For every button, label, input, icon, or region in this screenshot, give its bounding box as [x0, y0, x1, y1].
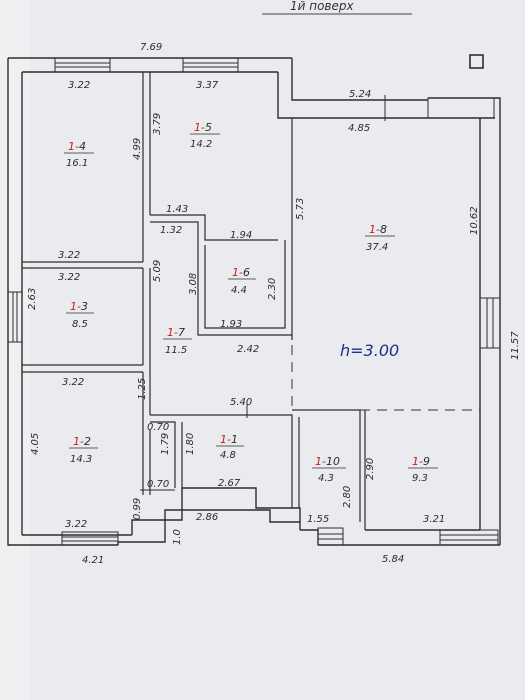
dim-r8-width: 4.85 [348, 123, 370, 134]
dim-r1-bottom: 2.67 [218, 478, 241, 489]
room-area-1-5: 14.2 [190, 139, 212, 150]
dim-top-overall: 7.69 [140, 42, 162, 53]
dim-r8-top-outer: 5.24 [349, 89, 371, 100]
dim-r6-right: 2.30 [267, 278, 278, 300]
paper-margin [0, 0, 30, 700]
dim-r2-door: 0.99 [132, 498, 143, 520]
dim-r8-left-height: 5.73 [295, 198, 306, 220]
room-area-1-8: 37.4 [366, 242, 388, 253]
page-header: 1й поверх [290, 0, 355, 13]
dim-r1-left-a: 1.79 [160, 433, 171, 455]
room-label-1-2: 1-2 [73, 435, 91, 448]
room-label-1-4: 1-4 [68, 140, 86, 153]
dim-r1-left-b: 1.80 [185, 433, 196, 455]
dim-r2-right-b: 0.70 [147, 479, 169, 490]
dim-bottom-right: 5.84 [382, 554, 404, 565]
dim-r1-top: 5.40 [230, 397, 252, 408]
room-area-1-4: 16.1 [66, 158, 88, 169]
dim-r10-height: 2.90 [365, 458, 376, 480]
room-label-1-7: 1-7 [167, 326, 185, 339]
dimension-labels: 7.69 3.22 3.37 5.24 4.85 4.99 3.79 5.73 … [27, 42, 521, 566]
dim-hall-mid-width: 1.32 [160, 225, 182, 236]
room-label-1-8: 1-8 [369, 223, 387, 236]
dim-r10-bottom-h: 2.80 [342, 486, 353, 508]
room-area-1-1: 4.8 [220, 450, 236, 461]
dim-r10-bottom: 1.55 [307, 514, 329, 525]
dim-entry-width: 2.86 [196, 512, 218, 523]
dim-hall-step: 1.25 [137, 378, 148, 400]
dim-r6-left: 3.08 [188, 273, 199, 295]
dashed-boundaries [291, 345, 480, 411]
dim-r7-bottom: 2.42 [237, 344, 259, 355]
interior-walls [22, 72, 366, 530]
dim-ticks [140, 95, 386, 491]
dim-r6-top-width: 1.94 [230, 230, 252, 241]
dim-r2-height: 4.05 [30, 433, 41, 455]
dim-r5-width: 3.37 [196, 80, 219, 91]
dim-r8-height: 10.62 [469, 206, 480, 235]
dim-r4-width: 3.22 [68, 80, 90, 91]
room-labels: 1-4 16.1 1-5 14.2 1-8 37.4 1-6 4.4 1-3 8… [64, 121, 438, 484]
dim-r9-bottom: 3.21 [423, 514, 445, 525]
ceiling-height-label: h=3.00 [340, 341, 399, 360]
dim-r6-bottom: 1.93 [220, 319, 242, 330]
room-area-1-2: 14.3 [70, 454, 92, 465]
dim-r2-top: 3.22 [62, 377, 84, 388]
dim-step: 1.0 [172, 529, 183, 545]
dim-r5-height: 3.79 [152, 113, 163, 135]
dim-r4-bottom: 3.22 [58, 250, 80, 261]
dim-hall-top-width: 1.43 [166, 204, 188, 215]
windows [7, 57, 501, 546]
dim-left-r3: 2.63 [27, 288, 38, 310]
dim-r2-bottom: 3.22 [65, 519, 87, 530]
room-label-1-1: 1-1 [220, 433, 238, 446]
dim-r7-height: 5.09 [152, 260, 163, 282]
room-area-1-10: 4.3 [318, 473, 334, 484]
room-label-1-9: 1-9 [412, 455, 430, 468]
room-label-1-10: 1-10 [315, 455, 340, 468]
room-label-1-3: 1-3 [70, 300, 88, 313]
dim-r2-right-a: 0.70 [147, 422, 169, 433]
dim-right-overall: 11.57 [510, 331, 521, 360]
room-area-1-3: 8.5 [72, 319, 88, 330]
room-label-1-5: 1-5 [194, 121, 212, 134]
room-area-1-7: 11.5 [165, 345, 187, 356]
dim-bottom-left: 4.21 [82, 555, 104, 566]
dim-r3-top: 3.22 [58, 272, 80, 283]
room-area-1-9: 9.3 [412, 473, 428, 484]
room-area-1-6: 4.4 [231, 285, 247, 296]
corner-checkbox [469, 54, 484, 69]
room-label-1-6: 1-6 [232, 266, 250, 279]
dim-r4-height: 4.99 [132, 138, 143, 160]
